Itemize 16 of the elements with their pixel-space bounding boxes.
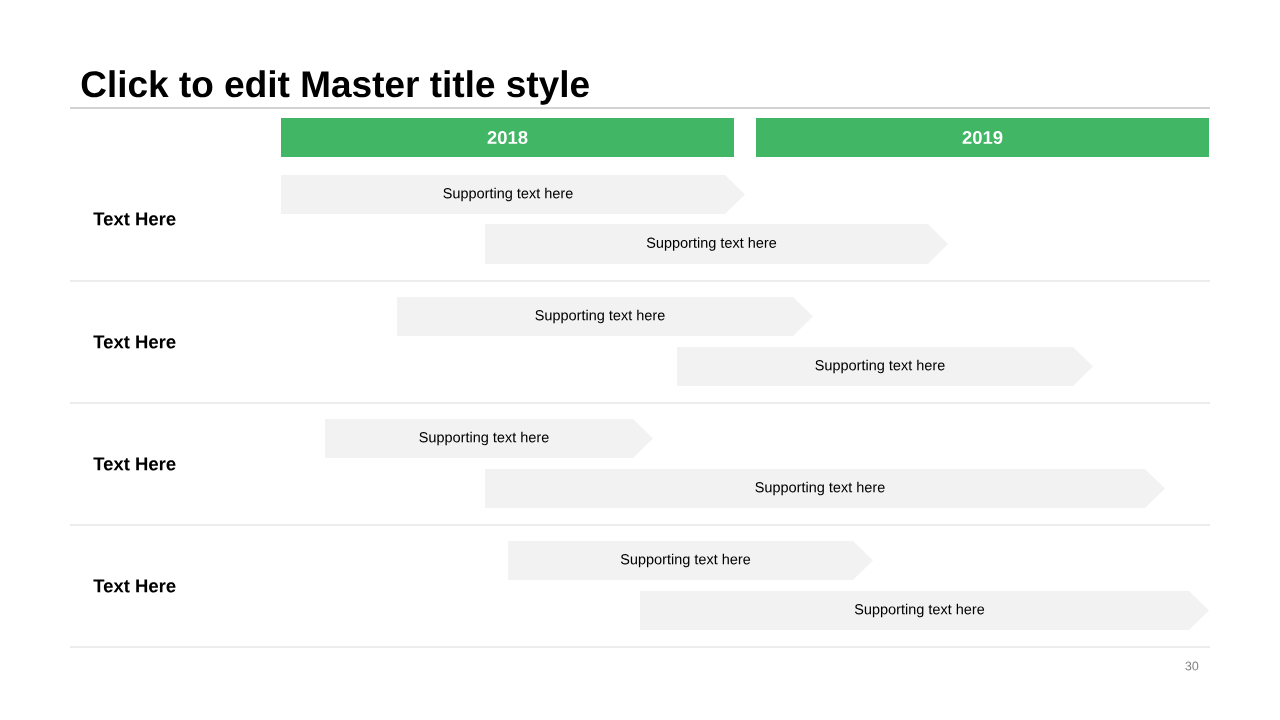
row-label: Text Here bbox=[93, 457, 176, 471]
row-label: Text Here bbox=[93, 579, 176, 593]
chevron-bar: Supporting text here bbox=[485, 469, 1165, 508]
chevron-bar: Supporting text here bbox=[508, 541, 873, 580]
row-label: Text Here bbox=[93, 335, 176, 349]
chevron-bar: Supporting text here bbox=[677, 347, 1093, 386]
chevron-bar: Supporting text here bbox=[281, 175, 745, 214]
chevron-bar: Supporting text here bbox=[640, 591, 1209, 630]
year-bar: 2019 bbox=[756, 118, 1209, 157]
page-number: 30 bbox=[1185, 661, 1199, 671]
chevron-bar: Supporting text here bbox=[325, 419, 653, 458]
year-bar: 2018 bbox=[281, 118, 734, 157]
chevron-bar: Supporting text here bbox=[485, 224, 948, 264]
row-label: Text Here bbox=[93, 212, 176, 226]
chevron-bar: Supporting text here bbox=[397, 297, 813, 336]
title: Click to edit Master title style bbox=[81, 70, 589, 105]
